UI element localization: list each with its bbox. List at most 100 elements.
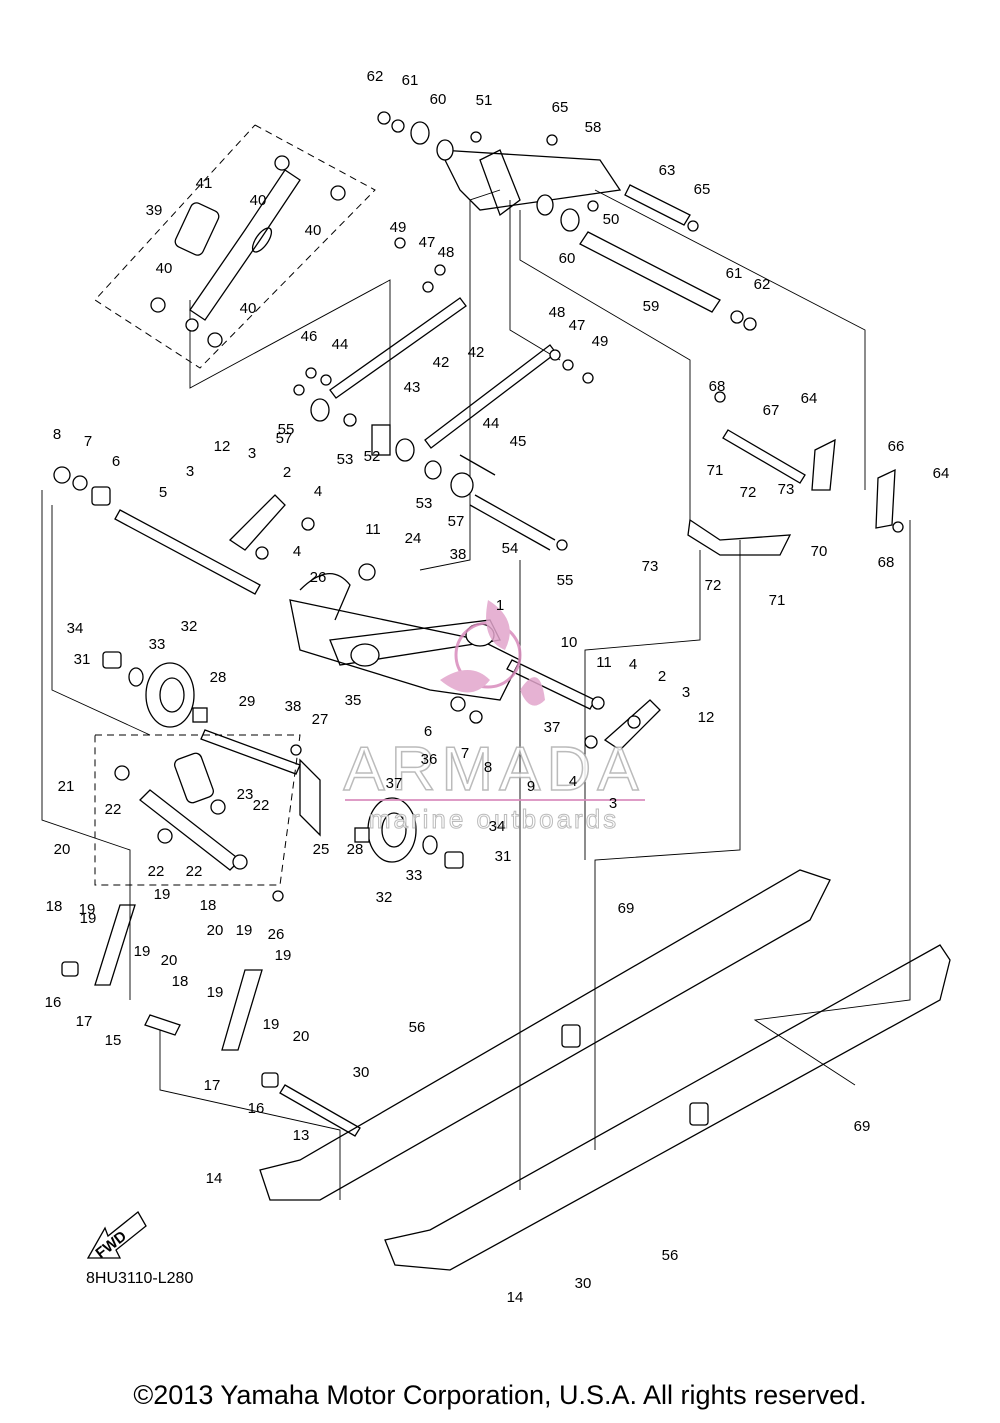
callout-label: 20 [293,1028,310,1045]
callout-label: 1 [496,597,504,614]
callout-label: 42 [433,354,450,371]
callout-label: 68 [709,378,726,395]
callout-label: 8 [484,759,492,776]
forward-arrow-icon: FWD [86,1211,147,1262]
callout-label: 4 [569,773,577,790]
callout-label: 16 [248,1100,265,1117]
shafts [53,466,596,775]
callout-label: 22 [186,863,203,880]
callout-label: 31 [74,651,91,668]
callout-label: 11 [365,521,381,538]
callout-label: 16 [45,994,62,1011]
callout-label: 34 [67,620,84,637]
callout-label: 62 [754,276,771,293]
callout-label: 19 [80,910,97,927]
callout-label: 50 [603,211,620,228]
callout-label: 14 [206,1170,223,1187]
callout-label: 12 [214,438,231,455]
callout-label: 56 [662,1247,679,1264]
callout-label: 15 [105,1032,122,1049]
callout-label: 21 [58,778,75,795]
callout-label: 28 [210,669,227,686]
callout-label: 73 [778,481,795,498]
callout-label: 6 [424,723,432,740]
callout-label: 65 [552,99,569,116]
callout-label: 23 [237,786,254,803]
swing-arm-body [289,563,605,724]
rear-shock-group-box [94,734,301,886]
callout-label: 10 [561,634,578,651]
callout-label: 43 [404,379,421,396]
callout-label: 57 [276,430,293,447]
callout-label: 36 [421,751,438,768]
callout-label: 2 [658,668,666,685]
callout-label: 55 [278,421,295,438]
callout-label: 33 [149,636,166,653]
callout-label: 37 [544,719,561,736]
callout-label: 33 [406,867,423,884]
callout-label: 45 [510,433,527,450]
rear-shock-absorber [114,744,321,902]
callout-label: 40 [305,222,322,239]
rear-axle-parts [687,391,904,556]
callout-label: 58 [585,119,602,136]
callout-label: 38 [450,546,467,563]
callout-label: 31 [495,848,512,865]
callout-label: 19 [263,1016,280,1033]
callout-label: 62 [367,68,384,85]
callout-label: 19 [207,984,224,1001]
callout-label: 5 [159,484,167,501]
callout-label: 18 [172,973,189,990]
callout-label: 14 [507,1289,524,1306]
upper-shock-absorber [150,155,346,348]
callout-numbers: 1223333444456677889101111121213141415161… [45,68,950,1306]
callout-label: 24 [405,530,422,547]
callout-label: 40 [250,192,267,209]
callout-label: 73 [642,558,659,575]
callout-label: 2 [283,464,291,481]
front-arms [61,904,361,1137]
callout-label: 3 [248,445,256,462]
callout-label: 22 [148,863,165,880]
callout-label: 30 [353,1064,370,1081]
callout-label: 12 [698,709,715,726]
callout-label: 25 [313,841,330,858]
callout-label: 48 [438,244,455,261]
callout-label: 32 [376,889,393,906]
callout-label: 52 [364,448,381,465]
callout-label: 34 [489,818,506,835]
side-brackets [228,494,661,751]
callout-label: 20 [207,922,224,939]
callout-label: 59 [643,298,660,315]
callout-label: 18 [200,897,217,914]
callout-label: 13 [293,1127,310,1144]
callout-label: 60 [559,250,576,267]
callout-label: 32 [181,618,198,635]
callout-label: 49 [592,333,609,350]
callout-label: 71 [707,462,724,479]
callout-label: 46 [301,328,318,345]
callout-label: 28 [347,841,364,858]
callout-label: 17 [204,1077,221,1094]
callout-label: 63 [659,162,676,179]
callout-label: 11 [596,654,612,671]
callout-label: 8 [53,426,61,443]
watermark-brand: ARMADA [343,735,644,804]
callout-label: 47 [569,317,586,334]
callout-label: 69 [854,1118,871,1135]
upper-arm-assembly [377,111,757,331]
callout-label: 7 [461,745,469,762]
callout-label: 3 [186,463,194,480]
callout-label: 65 [694,181,711,198]
copyright-notice: ©2013 Yamaha Motor Corporation, U.S.A. A… [133,1380,867,1410]
callout-label: 44 [483,415,500,432]
callout-label: 69 [618,900,635,917]
callout-label: 71 [769,592,786,609]
watermark-tagline: marine outboards [369,804,619,834]
callout-label: 26 [310,569,327,586]
callout-label: 19 [275,947,292,964]
callout-label: 22 [105,801,122,818]
shock-group-box [94,124,376,369]
drawing-code: 8HU3110-L280 [86,1270,194,1287]
